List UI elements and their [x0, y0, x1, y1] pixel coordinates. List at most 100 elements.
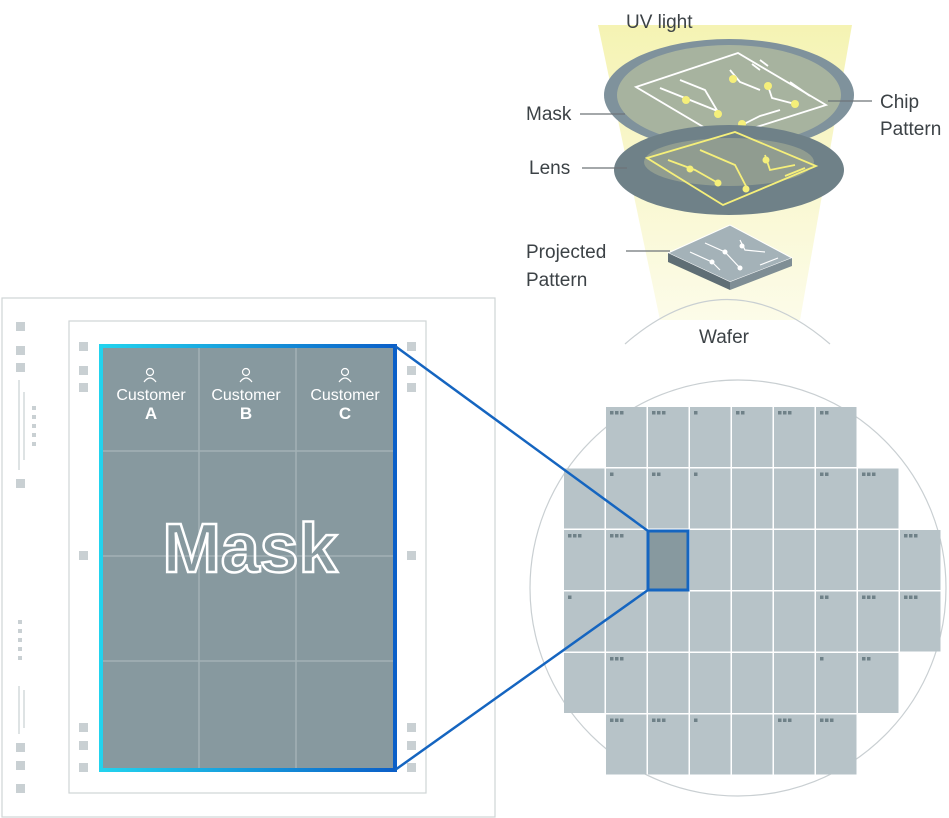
- wafer-die: [648, 407, 689, 467]
- wafer-die: [690, 468, 731, 529]
- wafer-die: [816, 653, 857, 713]
- die-marker: [620, 534, 624, 538]
- die-marker: [573, 534, 577, 538]
- person-icon: [239, 367, 253, 383]
- die-marker: [862, 472, 866, 476]
- die-marker: [610, 718, 614, 722]
- wafer-die: [774, 591, 815, 652]
- customer-cell-c: Customer C: [310, 367, 380, 423]
- die-marker: [778, 411, 782, 415]
- zoom-connector: [394, 344, 649, 772]
- customer-id: C: [339, 404, 351, 423]
- die-marker: [820, 472, 824, 476]
- mask-highlight-border: [99, 344, 397, 772]
- die-marker: [825, 411, 829, 415]
- mask-inner-frame: [68, 320, 427, 794]
- die-marker: [620, 657, 624, 661]
- customer-cell-a: Customer A: [116, 367, 186, 423]
- die-marker: [867, 595, 871, 599]
- wafer-label: Wafer: [699, 327, 750, 348]
- die-marker: [615, 657, 619, 661]
- wafer-die: [816, 468, 857, 529]
- die-marker: [825, 472, 829, 476]
- die-marker: [694, 472, 698, 476]
- die-marker: [867, 657, 871, 661]
- wafer-die: [774, 407, 815, 467]
- lens-label: Lens: [529, 158, 570, 179]
- wafer-die: [690, 591, 731, 652]
- wafer-die: [858, 468, 899, 529]
- die-marker: [652, 472, 656, 476]
- wafer-die: [606, 468, 647, 529]
- mask-panel: Customer A Customer B Customer C Mask: [1, 297, 496, 818]
- wafer-die: [606, 714, 647, 775]
- wafer-die: [858, 591, 899, 652]
- wafer-die: [774, 653, 815, 713]
- wafer-die: [690, 407, 731, 467]
- person-icon: [338, 367, 352, 383]
- lens-disc: [614, 125, 844, 215]
- die-marker: [825, 718, 829, 722]
- wafer-arc: [624, 298, 831, 345]
- die-marker: [652, 718, 656, 722]
- die-marker: [568, 595, 572, 599]
- die-marker: [610, 657, 614, 661]
- die-marker: [610, 534, 614, 538]
- die-marker: [862, 595, 866, 599]
- die-marker: [610, 472, 614, 476]
- wafer-outline: [529, 379, 947, 797]
- mask-title: Mask: [162, 509, 337, 587]
- uv-light-label: UV light: [626, 12, 693, 33]
- selected-die: [646, 529, 690, 592]
- die-marker: [783, 718, 787, 722]
- wafer-die: [690, 530, 731, 590]
- die-marker: [615, 534, 619, 538]
- wafer-die: [606, 653, 647, 713]
- wafer-die: [858, 530, 899, 590]
- die-marker: [741, 411, 745, 415]
- die-marker: [610, 411, 614, 415]
- wafer-die: [648, 468, 689, 529]
- die-marker: [657, 472, 661, 476]
- wafer-die: [606, 530, 647, 590]
- die-marker: [909, 595, 913, 599]
- die-marker: [662, 718, 666, 722]
- wafer-dies: [564, 407, 941, 775]
- die-marker: [657, 411, 661, 415]
- die-marker: [578, 534, 582, 538]
- die-marker: [662, 411, 666, 415]
- alignment-marks: [16, 322, 416, 793]
- die-marker: [820, 657, 824, 661]
- die-marker: [620, 718, 624, 722]
- wafer-die: [900, 530, 941, 590]
- mask-outer-frame: [1, 297, 496, 818]
- wafer-die: [732, 407, 773, 467]
- wafer-die: [732, 591, 773, 652]
- wafer-die: [858, 653, 899, 713]
- die-marker: [778, 718, 782, 722]
- wafer-die: [732, 468, 773, 529]
- die-marker: [788, 718, 792, 722]
- chip-pattern-icon: [633, 52, 829, 139]
- die-marker: [820, 595, 824, 599]
- die-marker: [830, 718, 834, 722]
- customer-label: Customer: [310, 387, 380, 404]
- die-marker: [914, 534, 918, 538]
- wafer-die: [900, 591, 941, 652]
- die-marker: [872, 472, 876, 476]
- die-marker: [788, 411, 792, 415]
- lithography-illustration: UV light Mask Chip Pattern Lens Projecte…: [526, 12, 941, 348]
- wafer-die: [774, 468, 815, 529]
- die-marker: [904, 595, 908, 599]
- customer-cell-b: Customer B: [211, 367, 281, 423]
- die-marker: [867, 472, 871, 476]
- die-marker: [862, 657, 866, 661]
- die-marker: [657, 718, 661, 722]
- die-marker: [568, 534, 572, 538]
- die-marker: [694, 718, 698, 722]
- wafer-die: [732, 714, 773, 775]
- die-marker: [620, 411, 624, 415]
- customer-label: Customer: [211, 387, 281, 404]
- wafer-map: [529, 379, 947, 797]
- wafer-die: [690, 653, 731, 713]
